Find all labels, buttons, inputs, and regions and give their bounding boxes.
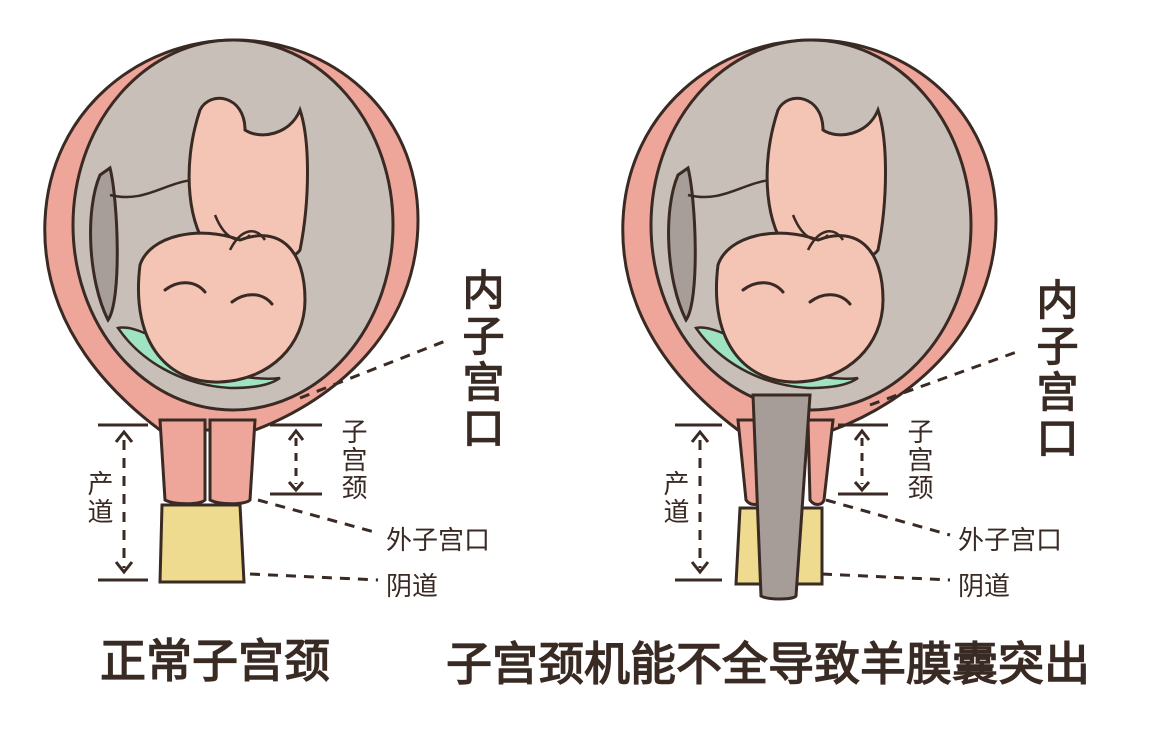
left-leader-lines (98, 338, 449, 582)
right-cervix-label: 子宫颈 (903, 418, 933, 502)
right-uterus (621, 38, 998, 601)
left-outer-os-label: 外子宫口 (386, 526, 491, 556)
left-vagina-label: 阴道 (386, 572, 439, 602)
right-birth-canal-label: 产道 (659, 470, 689, 526)
left-cervix-label: 子宫颈 (337, 418, 367, 502)
left-birth-canal-label: 产道 (83, 470, 113, 526)
left-title: 正常子宫颈 (100, 634, 330, 688)
right-vagina-label: 阴道 (958, 572, 1011, 602)
left-vagina-shape (158, 503, 246, 584)
membrane-bulge (751, 393, 812, 601)
right-leader-lines (675, 348, 1023, 582)
right-title: 子宫颈机能不全导致羊膜囊突出 (446, 637, 1090, 691)
left-inner-os-label: 内子宫口 (456, 268, 505, 452)
left-uterus (43, 38, 420, 584)
right-inner-os-label: 内子宫口 (1030, 278, 1079, 462)
right-outer-os-label: 外子宫口 (958, 526, 1063, 556)
